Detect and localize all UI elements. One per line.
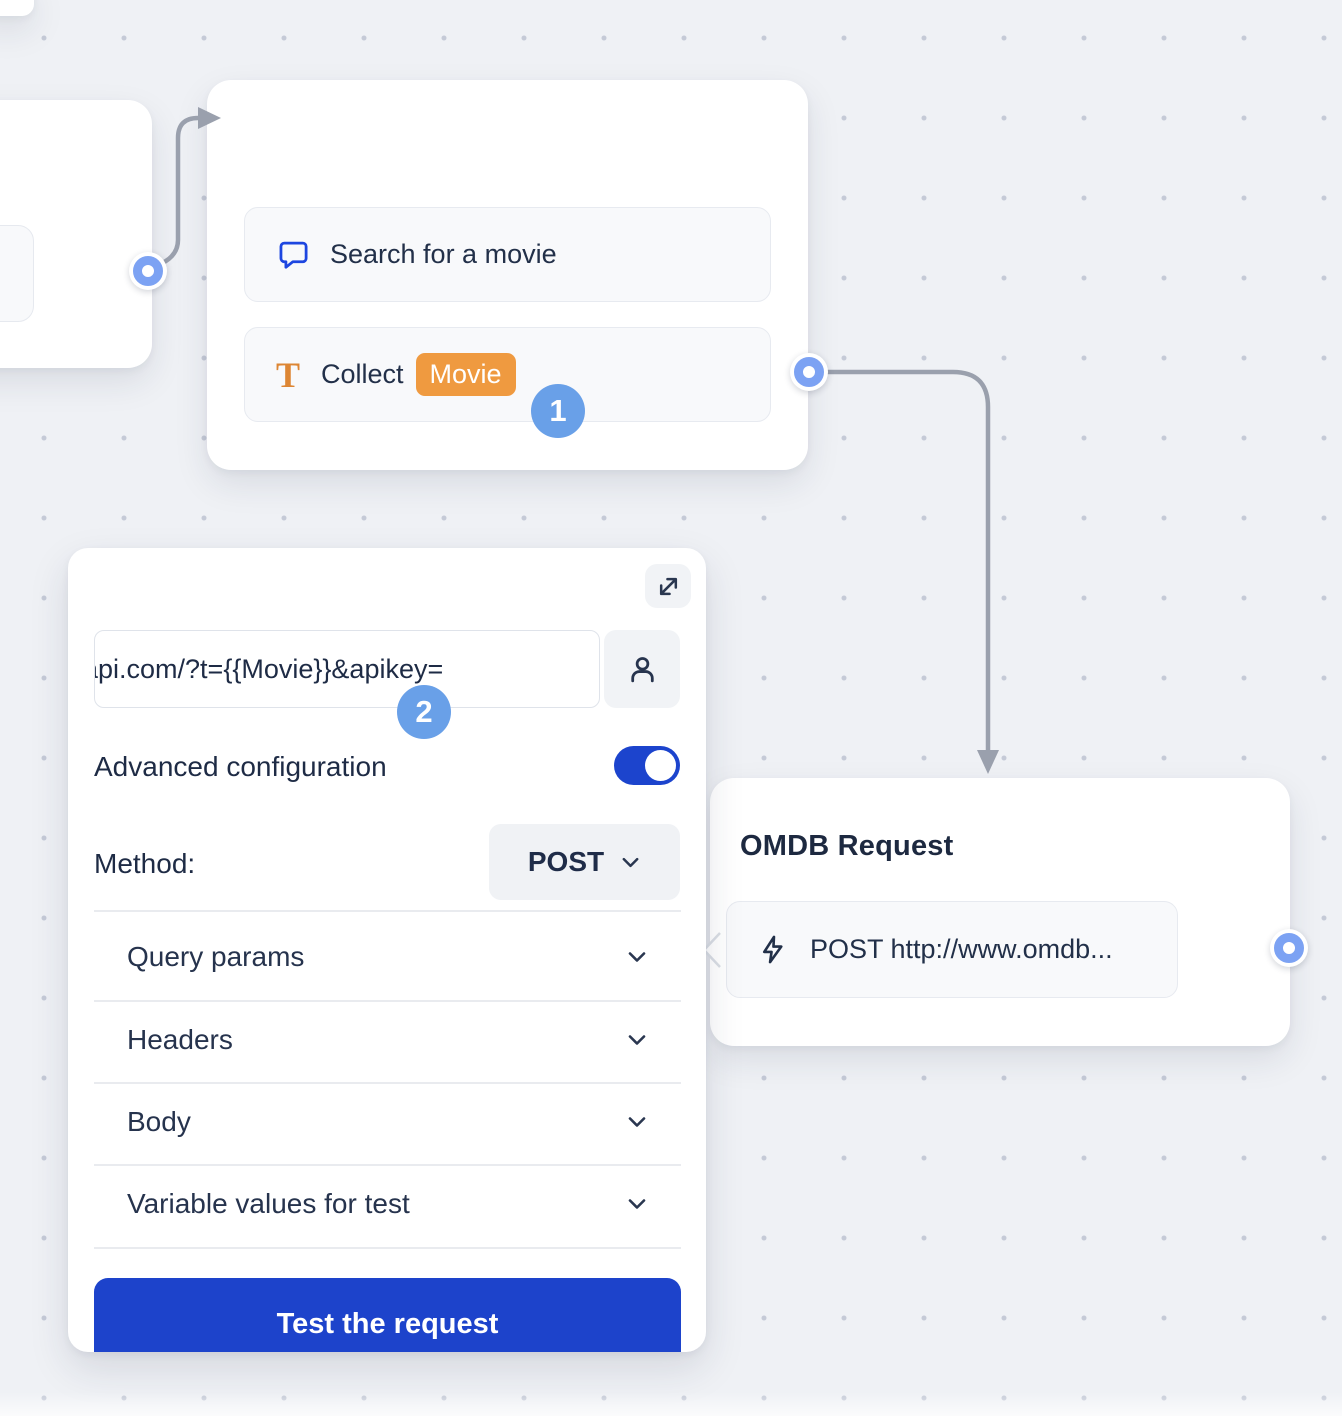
divider [94,1247,681,1249]
output-port[interactable] [129,252,167,290]
chat-bubble-icon [279,241,308,269]
method-select[interactable]: POST [489,824,680,900]
variable-chip-movie[interactable]: Movie [415,353,516,396]
expand-diagonal-icon [659,577,677,595]
section-label: Query params [127,941,305,972]
divider [94,1164,681,1166]
chevron-down-icon [622,857,639,867]
previous-node-card[interactable] [0,100,152,368]
edge-movie-search-to-omdb [815,369,999,774]
step-badge-1: 1 [531,384,585,438]
omdb-request-node[interactable]: OMDB Request POST http://www.omdb... [702,778,1290,1046]
insert-variable-button[interactable] [604,630,680,708]
node-title: OMDB Request [740,830,954,862]
method-label: Method: [94,848,196,879]
question-block[interactable]: Search for a movie [244,207,771,302]
step-badge-2: 2 [397,685,451,739]
port-ring [133,256,163,286]
section-body[interactable]: Body [94,1080,681,1164]
movie-search-node[interactable]: Movie search Search for a movie T Collec… [207,80,808,470]
person-icon [630,656,654,682]
zap-icon [762,935,783,964]
section-label: Headers [127,1024,233,1055]
divider [94,1082,681,1084]
url-input-value: api.com/?t={{Movie}}&apikey= [94,653,444,684]
method-value: POST [527,846,605,877]
section-query-params[interactable]: Query params [94,914,681,1000]
section-label: Body [127,1106,191,1137]
advanced-configuration-toggle[interactable] [614,746,680,785]
chevron-down-icon [628,1199,646,1209]
divider [94,1000,681,1002]
chevron-down-icon [628,1117,646,1127]
expand-button[interactable] [645,564,691,608]
advanced-configuration-label: Advanced configuration [94,751,387,782]
section-headers[interactable]: Headers [94,998,681,1082]
webhook-block[interactable]: POST http://www.omdb... [726,901,1178,998]
cropped-card-corner [0,0,34,16]
webhook-block-label: POST http://www.omdb... [810,934,1113,964]
port-ring [1274,933,1304,963]
chevron-down-icon [628,1035,646,1045]
previous-node-row[interactable] [0,225,34,322]
port-ring [794,357,824,387]
text-type-icon: T [276,354,301,395]
output-port[interactable] [1270,929,1308,967]
webhook-config-panel[interactable]: api.com/?t={{Movie}}&apikey= 2 Advanced … [68,548,706,1352]
chevron-down-icon [628,952,646,962]
divider [94,910,681,912]
url-input[interactable]: api.com/?t={{Movie}}&apikey= [94,630,600,708]
toggle-knob [645,750,676,781]
section-variable-values[interactable]: Variable values for test [94,1162,681,1246]
test-request-button[interactable]: Test the request [94,1278,681,1352]
question-block-label: Search for a movie [330,239,557,269]
section-label: Variable values for test [127,1188,410,1219]
output-port[interactable] [790,353,828,391]
